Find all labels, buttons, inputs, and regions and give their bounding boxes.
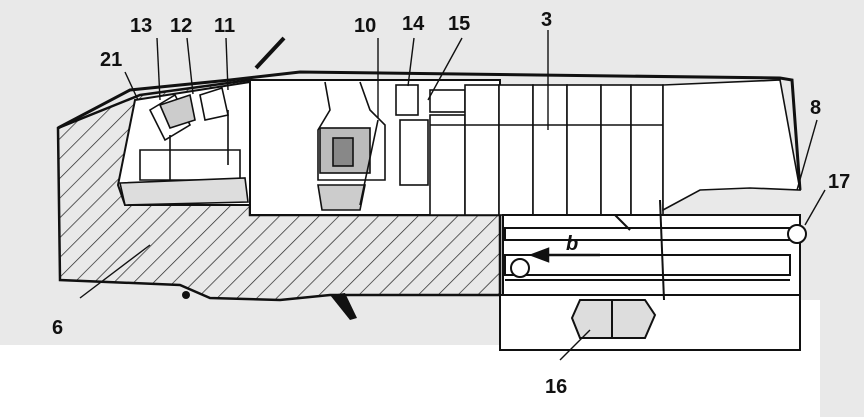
- antenna-pip: [182, 291, 190, 299]
- operator-console: [317, 81, 386, 211]
- callout-16: 16: [545, 376, 568, 398]
- callout-12: 12: [170, 15, 193, 37]
- callout-6: 6: [52, 317, 64, 339]
- flow-arrow-b: [528, 247, 600, 263]
- callout-14: 14: [402, 13, 425, 35]
- callout-10: 10: [354, 15, 377, 37]
- callout-17: 17: [828, 171, 851, 193]
- cockpit-equipment: [119, 86, 249, 206]
- pod-unit: [570, 299, 657, 339]
- callout-15: 15: [448, 13, 471, 35]
- bay-structure: [499, 199, 807, 351]
- rear-compartment: [662, 79, 801, 212]
- equipment-racks: [429, 84, 664, 216]
- callout-3: 3: [541, 9, 553, 31]
- canopy-strut: [254, 36, 286, 70]
- callout-11: 11: [214, 15, 236, 37]
- callout-13: 13: [130, 15, 153, 37]
- callout-8: 8: [810, 97, 822, 119]
- equipment-panel: [395, 84, 466, 186]
- callout-b: b: [566, 233, 579, 255]
- leader-lines: [79, 30, 826, 361]
- callout-21: 21: [100, 49, 123, 71]
- ventral-fin: [330, 293, 357, 320]
- upper-fuselage-skin: [57, 70, 802, 191]
